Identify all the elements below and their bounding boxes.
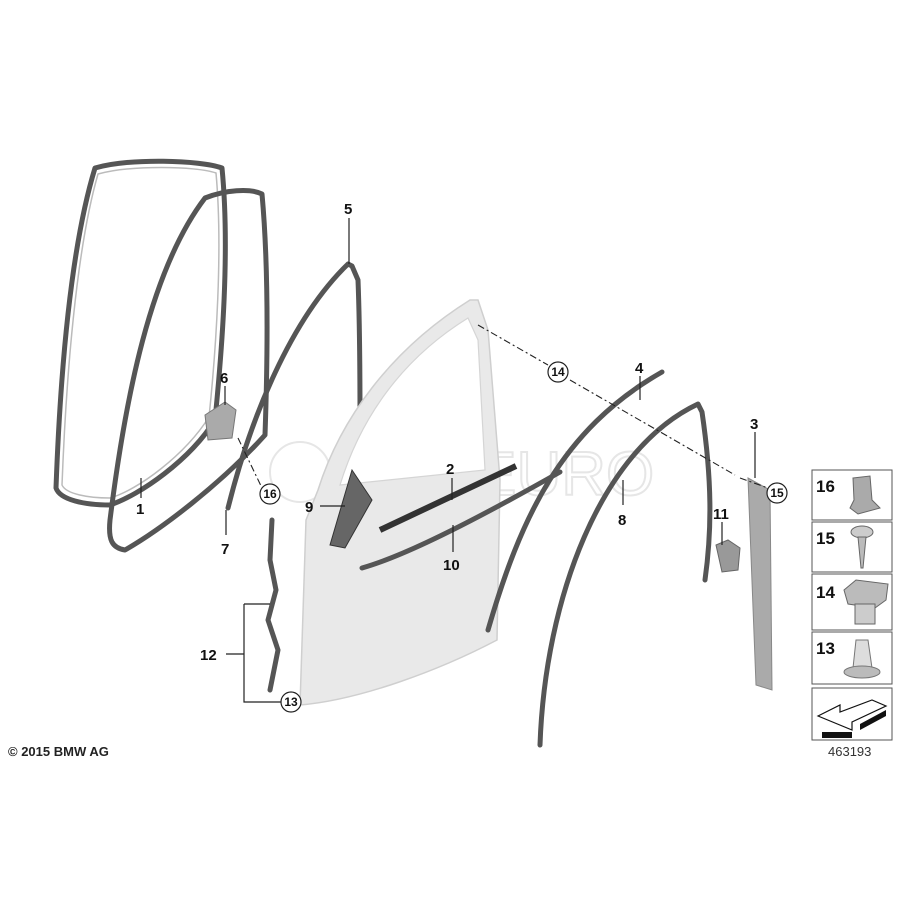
seal-12	[265, 517, 281, 693]
expanding-nut-icon	[843, 579, 889, 625]
svg-text:13: 13	[284, 695, 298, 709]
callout-6: 6	[220, 370, 228, 387]
legend-number-15: 15	[816, 529, 835, 548]
callout-12: 12	[200, 647, 217, 664]
callout-9: 9	[305, 499, 313, 516]
outer-window-strip	[378, 463, 518, 533]
svg-text:16: 16	[263, 487, 277, 501]
clip-nut-icon	[849, 475, 881, 515]
fastener-legend	[811, 469, 893, 741]
screw-icon	[850, 525, 874, 569]
door-seal-inner	[107, 188, 270, 553]
callout-5: 5	[344, 201, 352, 218]
svg-text:14: 14	[551, 365, 565, 379]
callout-10: 10	[443, 557, 460, 574]
callout-7: 7	[221, 541, 229, 558]
callout-2: 2	[446, 461, 454, 478]
bracket-11	[715, 539, 741, 573]
channel-seal-4	[485, 369, 665, 633]
door-seal-outer	[53, 158, 228, 508]
callout-16: 16	[259, 483, 281, 505]
callout-3: 3	[750, 416, 758, 433]
copyright-text: © 2015 BMW AG	[8, 744, 109, 759]
window-channel-seal	[225, 261, 363, 511]
callout-14: 14	[547, 361, 569, 383]
pillar-trim-3	[747, 477, 773, 691]
mirror-triangle	[329, 468, 373, 549]
callout-4: 4	[635, 360, 644, 377]
arrow-icon	[816, 699, 888, 738]
callout-8: 8	[618, 512, 626, 529]
diagram-number: 463193	[828, 744, 872, 759]
legend-number-13: 13	[816, 639, 835, 658]
cover-part-6	[204, 401, 237, 441]
lower-trim-strip	[359, 469, 563, 571]
svg-text:15: 15	[770, 486, 784, 500]
callout-15: 15	[766, 482, 788, 504]
callout-11: 11	[713, 506, 729, 523]
legend-number-14: 14	[816, 583, 835, 602]
door-shell	[299, 299, 501, 706]
plastic-nut-icon	[843, 639, 881, 679]
channel-seal-8	[537, 401, 713, 748]
legend-number-16: 16	[816, 477, 835, 496]
callout-13: 13	[280, 691, 302, 713]
callout-1: 1	[136, 501, 144, 518]
